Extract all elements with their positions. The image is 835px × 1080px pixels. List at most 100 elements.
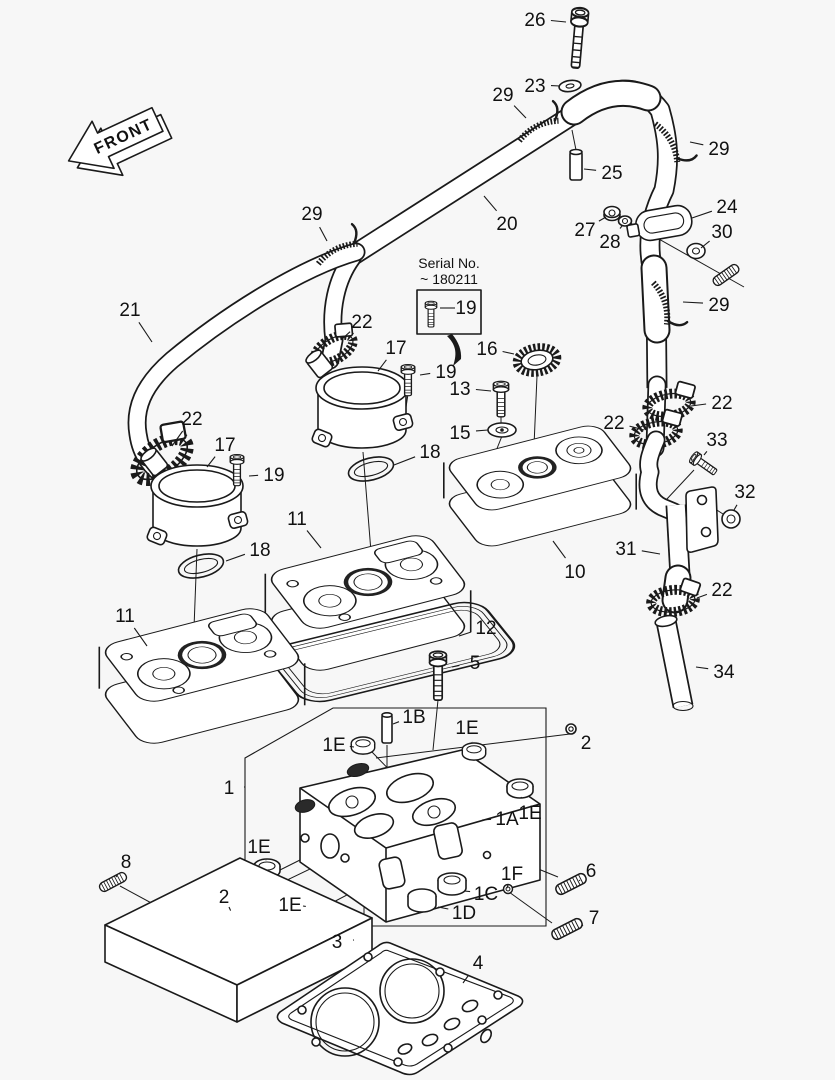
part-label-26: 26 bbox=[524, 10, 545, 31]
part-label-2: 2 bbox=[219, 887, 230, 908]
grommet-30 bbox=[686, 242, 706, 260]
leader-line-17 bbox=[206, 456, 216, 468]
leader-line-29 bbox=[682, 301, 704, 304]
leader-line-11 bbox=[133, 627, 148, 647]
leader-line-22 bbox=[629, 425, 645, 431]
leader-line-17 bbox=[377, 359, 387, 372]
oil-filler-cap-16 bbox=[512, 343, 562, 377]
pin-25 bbox=[569, 148, 583, 181]
part-label-22: 22 bbox=[181, 409, 202, 430]
part-label-6: 6 bbox=[586, 861, 597, 882]
leader-line-8 bbox=[115, 874, 118, 878]
cup-1D bbox=[407, 888, 437, 913]
part-label-15: 15 bbox=[449, 423, 470, 444]
part-label-1E: 1E bbox=[278, 895, 301, 916]
leader-line-1D bbox=[437, 906, 449, 910]
part-label-1E: 1E bbox=[322, 735, 345, 756]
cylinder-head-1A bbox=[294, 711, 541, 923]
leader-line-15 bbox=[475, 429, 489, 432]
leader-line-11 bbox=[306, 530, 322, 549]
leader-line-12 bbox=[458, 631, 471, 637]
leader-line-1F bbox=[506, 884, 509, 889]
elbow-pipe-31 bbox=[638, 430, 691, 582]
part-label-8: 8 bbox=[121, 852, 132, 873]
part-label-1E: 1E bbox=[247, 837, 270, 858]
serial-note-line1: Serial No. bbox=[418, 255, 479, 271]
leader-line-16 bbox=[502, 350, 515, 355]
part-label-19-serial: 19 bbox=[455, 298, 476, 319]
leader-line-21 bbox=[138, 321, 153, 343]
serial-note-line2: ~ 180211 bbox=[420, 271, 478, 287]
part-label-13: 13 bbox=[449, 379, 470, 400]
leader-line-1E bbox=[520, 796, 523, 799]
part-label-1C: 1C bbox=[474, 884, 498, 905]
breather-pipe-20 bbox=[346, 79, 678, 389]
part-label-29: 29 bbox=[301, 204, 322, 225]
leader-line-19 bbox=[419, 372, 431, 376]
pipe-clamp-24 bbox=[626, 204, 693, 242]
leader-line-34 bbox=[695, 666, 709, 670]
part-label-1: 1 bbox=[224, 778, 235, 799]
leader-line-2 bbox=[573, 731, 576, 734]
leader-line-1B bbox=[392, 721, 400, 725]
leader-line-2 bbox=[228, 906, 232, 911]
part-label-33: 33 bbox=[706, 430, 727, 451]
part-label-30: 30 bbox=[711, 222, 732, 243]
leader-line-19 bbox=[248, 474, 259, 477]
serial-note-box bbox=[416, 289, 482, 335]
leader-line-31 bbox=[641, 550, 661, 555]
part-label-19: 19 bbox=[263, 465, 284, 486]
part-label-27: 27 bbox=[574, 220, 595, 241]
leader-line-27 bbox=[598, 216, 607, 222]
part-label-22: 22 bbox=[711, 393, 732, 414]
leader-line-13 bbox=[475, 388, 492, 392]
leader-line-26 bbox=[550, 19, 567, 23]
part-label-11: 11 bbox=[115, 606, 135, 627]
leader-line-18 bbox=[393, 456, 416, 466]
leader-line-6 bbox=[578, 879, 581, 882]
leader-line-20 bbox=[483, 195, 498, 212]
leader-line-4 bbox=[462, 974, 470, 984]
leader-line-5 bbox=[451, 664, 460, 668]
part-label-18: 18 bbox=[419, 442, 440, 463]
part-label-29: 29 bbox=[708, 139, 729, 160]
leader-line-24 bbox=[691, 210, 713, 219]
part-label-31: 31 bbox=[615, 539, 636, 560]
leader-line-30 bbox=[700, 240, 710, 249]
part-label-3: 3 bbox=[332, 932, 343, 953]
part-label-1E: 1E bbox=[518, 803, 541, 824]
head-gasket-4 bbox=[276, 941, 524, 1076]
part-label-11: 11 bbox=[287, 509, 307, 530]
leader-line-32 bbox=[733, 504, 738, 511]
part-label-17: 17 bbox=[385, 338, 406, 359]
part-label-20: 20 bbox=[496, 214, 517, 235]
part-label-34: 34 bbox=[713, 662, 735, 683]
part-label-22: 22 bbox=[351, 312, 372, 333]
part-label-5: 5 bbox=[470, 653, 481, 674]
serial-note: Serial No. ~ 180211 19 bbox=[416, 255, 482, 366]
part-label-16: 16 bbox=[476, 339, 497, 360]
part-label-4: 4 bbox=[473, 953, 484, 974]
part-label-22: 22 bbox=[711, 580, 732, 601]
leader-line-1A bbox=[481, 818, 492, 821]
part-label-22: 22 bbox=[603, 413, 624, 434]
leader-line-29 bbox=[319, 226, 328, 242]
part-label-18: 18 bbox=[249, 540, 270, 561]
cup-plug-1E bbox=[461, 742, 487, 761]
leader-line-7 bbox=[580, 924, 584, 927]
part-label-1E: 1E bbox=[455, 718, 478, 739]
part-label-29: 29 bbox=[492, 85, 513, 106]
part-label-25: 25 bbox=[601, 163, 622, 184]
bracket-31 bbox=[685, 486, 719, 553]
leader-line-29 bbox=[513, 105, 527, 119]
leader-line-10 bbox=[552, 540, 566, 559]
washer-15 bbox=[487, 422, 517, 438]
part-label-10: 10 bbox=[564, 562, 585, 583]
plug-32 bbox=[721, 509, 741, 529]
leader-line-25 bbox=[583, 168, 597, 171]
leader-line-22 bbox=[690, 403, 707, 407]
part-label-2: 2 bbox=[581, 733, 592, 754]
